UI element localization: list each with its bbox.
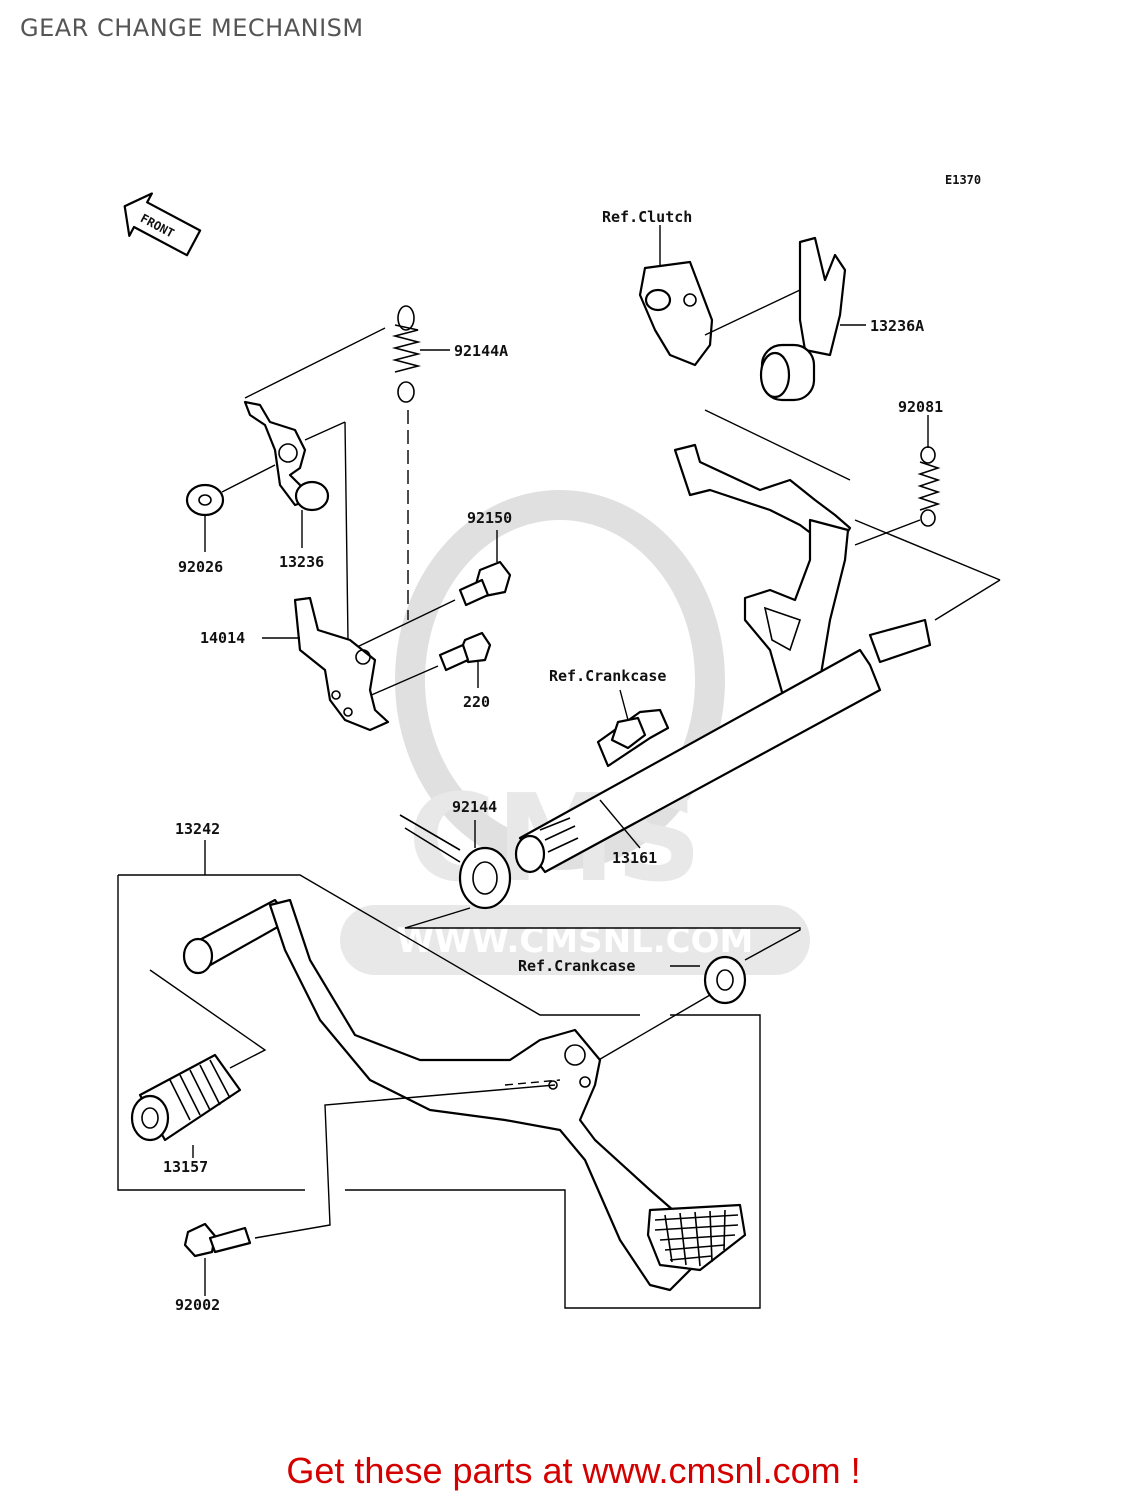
part-13236A-lever <box>704 236 866 402</box>
label-92144A: 92144A <box>454 342 508 360</box>
parts-diagram: CMS WWW.CMSNL.COM FRONT E1370 Ref.Clutch… <box>117 173 1001 1314</box>
reference-lines <box>404 907 801 961</box>
part-13242-frame <box>117 840 761 1309</box>
label-ref-crankcase-1: Ref.Crankcase <box>549 667 666 685</box>
watermark-url: WWW.CMSNL.COM <box>397 921 754 961</box>
label-92002: 92002 <box>175 1296 220 1314</box>
part-92144A-spring <box>244 305 450 620</box>
front-arrow-icon: FRONT <box>123 192 202 257</box>
part-14014-arm <box>262 596 390 732</box>
label-92081: 92081 <box>898 398 943 416</box>
clutch-release-plate <box>638 225 714 367</box>
part-13236-lever <box>243 400 349 641</box>
crankcase-stud <box>596 689 670 768</box>
part-92081-spring <box>854 415 941 546</box>
crankcase-washer <box>589 955 747 1066</box>
page-title: GEAR CHANGE MECHANISM <box>20 14 364 42</box>
label-ref-crankcase-2: Ref.Crankcase <box>518 957 635 975</box>
label-92026: 92026 <box>178 558 223 576</box>
label-13236: 13236 <box>279 553 324 571</box>
label-13157: 13157 <box>163 1158 208 1176</box>
label-14014: 14014 <box>200 629 245 647</box>
shift-arm-assembly <box>673 409 1001 722</box>
label-13161: 13161 <box>612 849 657 867</box>
part-13157-rubber <box>130 969 267 1158</box>
part-13161-shaft <box>514 618 932 874</box>
diagram-code: E1370 <box>945 173 981 187</box>
part-92144-spring <box>399 814 512 910</box>
label-ref-clutch: Ref.Clutch <box>602 208 692 226</box>
part-92150-bolt <box>354 530 512 649</box>
gear-pedal-lever <box>268 898 747 1292</box>
part-92026-washer <box>185 464 276 552</box>
label-13236A: 13236A <box>870 317 924 335</box>
label-220: 220 <box>463 693 490 711</box>
footer-link[interactable]: Get these parts at www.cmsnl.com ! <box>286 1450 861 1491</box>
label-13242: 13242 <box>175 820 220 838</box>
part-92002-bolt <box>183 1084 556 1296</box>
label-92150: 92150 <box>467 509 512 527</box>
part-220-bolt <box>359 631 492 701</box>
pedal-pin <box>182 898 292 975</box>
label-92144: 92144 <box>452 798 497 816</box>
